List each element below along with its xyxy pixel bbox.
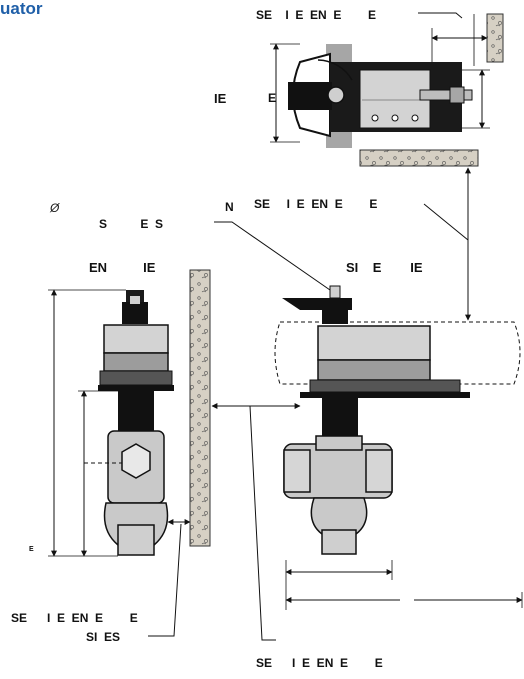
end-actuator-body [103, 324, 169, 354]
label-bottom-service: SE I E EN E E [256, 656, 383, 670]
wall-left [189, 269, 211, 547]
label-sides: SI ES [86, 630, 121, 644]
page-title: uator [0, 0, 43, 18]
label-end-view: EN IE [89, 260, 156, 275]
top-view [270, 12, 504, 167]
side-actuator-body [317, 325, 431, 361]
label-side-view: SI E IE [346, 260, 423, 275]
label-ses: S E S [99, 217, 164, 231]
label-diameter: Ø [50, 201, 60, 215]
side-view [211, 285, 523, 641]
label-top-e: E [268, 91, 277, 105]
wall-top-bottom [359, 149, 479, 167]
label-top-ie: IE [214, 91, 227, 106]
override-lever [419, 89, 473, 101]
top-handle [288, 82, 332, 110]
end-view [48, 269, 211, 637]
label-small-e: E [29, 546, 34, 553]
wall-top-right [486, 13, 504, 63]
label-bottom-left-service: SE I E EN E E [11, 611, 138, 625]
label-top-service: SE I E EN E E [256, 8, 377, 22]
label-n: N [225, 200, 234, 214]
override-envelope [274, 321, 521, 385]
label-mid-service: SE I E EN E E [254, 197, 378, 211]
